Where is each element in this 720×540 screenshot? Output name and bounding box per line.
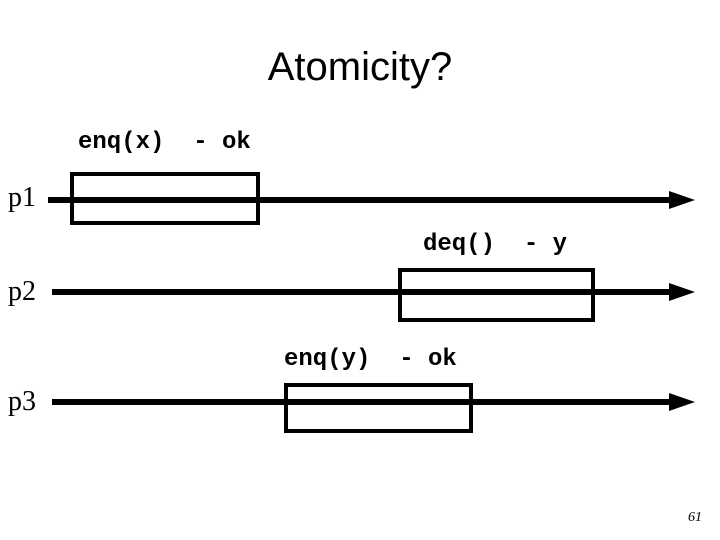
timeline-line-p2 [52, 289, 670, 295]
slide-page-number: 61 [688, 510, 702, 525]
operation-label-enq-y: enq(y) - ok [284, 346, 457, 373]
process-label-p3: p3 [8, 386, 36, 417]
operation-interval-box-p1 [70, 172, 260, 225]
slide-title: Atomicity? [267, 45, 453, 89]
operation-label-deq: deq() - y [423, 231, 568, 258]
process-label-p1: p1 [8, 182, 36, 213]
process-label-p2: p2 [8, 276, 36, 307]
operation-interval-box-p2 [398, 268, 595, 322]
timeline-arrowhead-p2 [669, 283, 695, 301]
timeline-arrowhead-p1 [669, 191, 695, 209]
timeline-line-p3 [52, 399, 670, 405]
operation-interval-box-p3 [284, 383, 473, 433]
operation-label-enq-x: enq(x) - ok [78, 129, 251, 156]
timeline-arrowhead-p3 [669, 393, 695, 411]
timeline-line-p1 [48, 197, 670, 203]
